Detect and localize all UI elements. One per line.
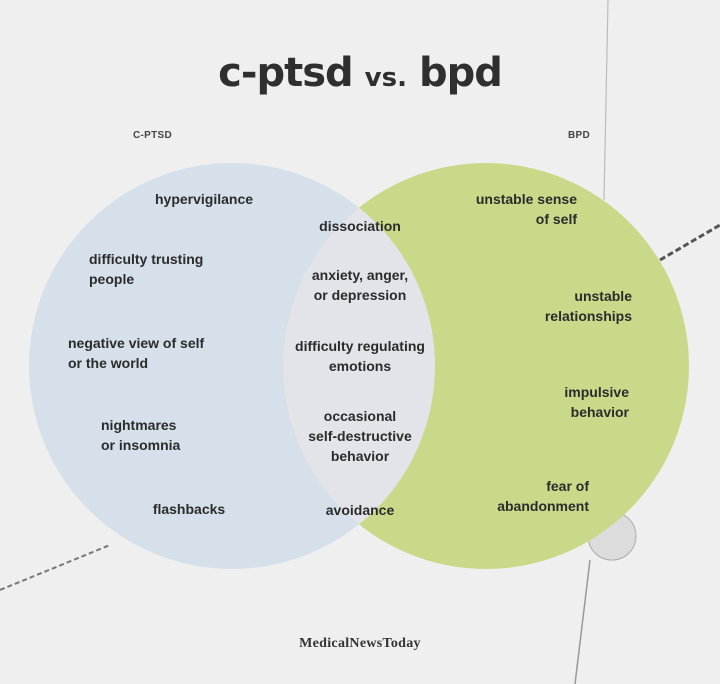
page-title: c-ptsd vs. bpd [0,50,720,96]
set-label-bpd: BPD [568,130,591,141]
cptsd-item: flashbacks [152,501,226,517]
bpd-item: unstable relationships [544,288,632,324]
shared-item: dissociation [319,218,401,234]
shared-item: occasional self-destructive behavior [308,408,412,464]
venn-overlap [283,163,435,569]
shared-item: avoidance [325,502,395,518]
bpd-item: fear of abandonment [497,478,589,514]
cptsd-item: negative view of self or the world [68,335,205,371]
shared-item: difficulty regulating emotions [295,338,425,374]
title-vs: vs. [364,63,407,93]
bpd-item: unstable sense of self [475,191,577,227]
shared-item: anxiety, anger, or depression [311,267,409,303]
title-right: bpd [418,50,503,96]
set-label-cptsd: C-PTSD [133,130,173,141]
source-logo: MedicalNewsToday [299,636,421,651]
cptsd-item: nightmares or insomnia [101,417,181,453]
bpd-item: impulsive behavior [564,384,629,420]
title-left: c-ptsd [218,50,354,96]
cptsd-item: difficulty trusting people [89,251,204,287]
cptsd-item: hypervigilance [154,191,254,207]
